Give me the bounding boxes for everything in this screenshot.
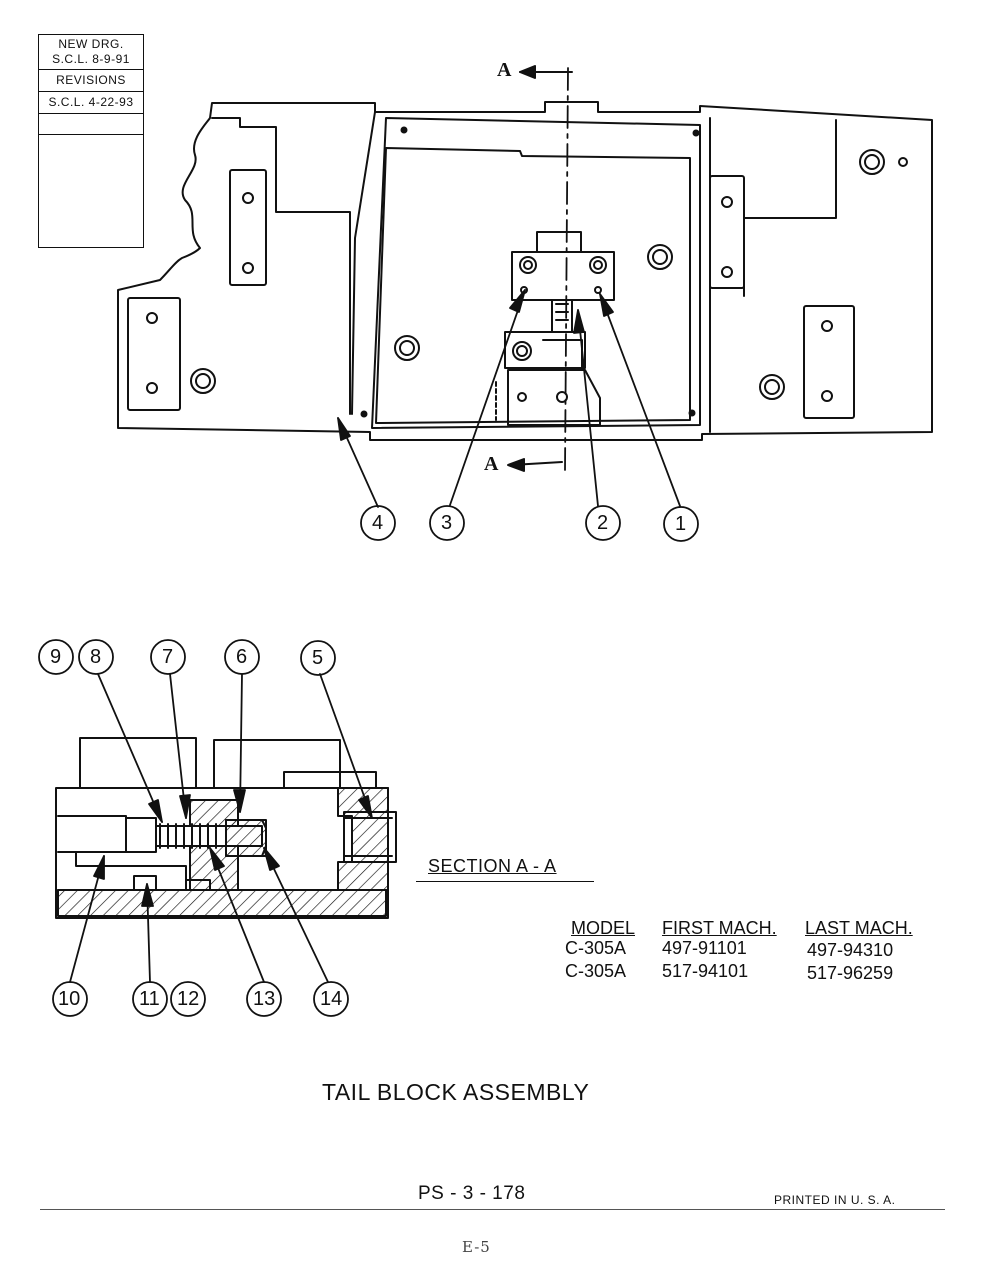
revision-block: NEW DRG. S.C.L. 8-9-91 REVISIONS S.C.L. … bbox=[38, 34, 144, 248]
screw bbox=[821, 390, 833, 402]
callout-1 bbox=[663, 506, 699, 542]
screw bbox=[146, 382, 158, 394]
slot-lower-left bbox=[127, 297, 181, 411]
leader-7 bbox=[169, 673, 187, 819]
callout-13-label: 13 bbox=[253, 988, 276, 1010]
revision-empty-row bbox=[39, 114, 143, 135]
callout-8-label: 8 bbox=[90, 646, 102, 668]
revision-entry: S.C.L. 4-22-93 bbox=[39, 92, 143, 114]
section-body bbox=[55, 787, 389, 919]
pin bbox=[759, 374, 785, 400]
section-label: SECTION A - A bbox=[428, 856, 557, 876]
row2-first: 517-94101 bbox=[662, 961, 749, 981]
section-underline bbox=[416, 881, 594, 882]
row1-first: 497-91101 bbox=[662, 938, 747, 958]
pin bbox=[190, 368, 216, 394]
callout-2 bbox=[585, 505, 621, 541]
callout-1-label: 1 bbox=[675, 513, 687, 535]
callout-7-label: 7 bbox=[162, 646, 174, 668]
tail-block bbox=[495, 231, 615, 426]
callout-5 bbox=[300, 640, 336, 676]
section-marker-top: A bbox=[497, 59, 512, 81]
callout-14 bbox=[313, 981, 349, 1017]
slot-upper-right bbox=[709, 175, 745, 289]
callout-13 bbox=[246, 981, 282, 1017]
callout-4 bbox=[360, 505, 396, 541]
callout-12 bbox=[170, 981, 206, 1017]
header-first-mach: FIRST MACH. bbox=[662, 918, 777, 938]
screw bbox=[821, 320, 833, 332]
callout-3 bbox=[429, 505, 465, 541]
leader-8 bbox=[97, 673, 163, 823]
plate-outline bbox=[117, 101, 933, 441]
section-marker-bottom: A bbox=[484, 453, 499, 475]
callout-12-label: 12 bbox=[177, 988, 200, 1010]
plate-bevel bbox=[351, 111, 376, 415]
pin bbox=[394, 335, 420, 361]
slot-lower-right bbox=[803, 305, 855, 419]
pin bbox=[647, 244, 673, 270]
callout-7 bbox=[150, 639, 186, 675]
section-leaders bbox=[69, 673, 373, 983]
printed-in: PRINTED IN U. S. A. bbox=[774, 1193, 896, 1207]
callout-14-label: 14 bbox=[320, 988, 343, 1010]
callout-8 bbox=[78, 639, 114, 675]
slot-upper-left bbox=[229, 169, 267, 286]
callout-10-label: 10 bbox=[58, 988, 81, 1010]
leader-14 bbox=[263, 847, 329, 983]
leader-1 bbox=[599, 293, 681, 507]
callout-11-label: 11 bbox=[139, 988, 160, 1010]
section-view bbox=[55, 737, 397, 919]
pin bbox=[859, 149, 885, 175]
plate-step-left bbox=[211, 117, 351, 415]
screw bbox=[146, 312, 158, 324]
callout-3-label: 3 bbox=[441, 512, 453, 534]
callout-9-label: 9 bbox=[50, 646, 62, 668]
row1-model: C-305A bbox=[565, 938, 627, 958]
leader-6 bbox=[239, 673, 243, 813]
screw bbox=[242, 192, 254, 204]
page-number: E-5 bbox=[462, 1238, 491, 1256]
screw bbox=[242, 262, 254, 274]
leader-5 bbox=[319, 673, 373, 819]
revisions-label: REVISIONS bbox=[39, 70, 143, 92]
part-number: PS - 3 - 178 bbox=[418, 1183, 526, 1204]
callout-6 bbox=[224, 639, 260, 675]
top-callouts bbox=[360, 505, 699, 542]
leader-2 bbox=[577, 309, 599, 507]
callout-9 bbox=[38, 639, 74, 675]
row1-last: 497-94310 bbox=[807, 940, 894, 960]
center-block-inner bbox=[375, 147, 691, 424]
row2-last: 517-96259 bbox=[807, 963, 894, 983]
row2-model: C-305A bbox=[565, 961, 627, 981]
center-block bbox=[371, 117, 701, 429]
callout-5-label: 5 bbox=[312, 647, 324, 669]
plate-step-right bbox=[743, 119, 837, 297]
section-line bbox=[507, 65, 573, 472]
screw bbox=[721, 196, 733, 208]
section-callouts bbox=[38, 639, 349, 1017]
screw bbox=[721, 266, 733, 278]
footer-rule bbox=[40, 1209, 945, 1210]
callout-4-label: 4 bbox=[372, 512, 384, 534]
leader-13 bbox=[209, 847, 265, 983]
callout-2-label: 2 bbox=[597, 512, 609, 534]
callout-10 bbox=[52, 981, 88, 1017]
leader-3 bbox=[449, 289, 526, 506]
header-model: MODEL bbox=[571, 918, 636, 938]
callout-6-label: 6 bbox=[236, 646, 248, 668]
plan-view bbox=[117, 65, 933, 472]
new-drg-date: S.C.L. 8-9-91 bbox=[39, 52, 143, 70]
top-leaders bbox=[337, 289, 681, 508]
callout-11 bbox=[132, 981, 168, 1017]
header-last-mach: LAST MACH. bbox=[805, 918, 913, 938]
drawing-title: TAIL BLOCK ASSEMBLY bbox=[322, 1079, 590, 1105]
new-drg-label: NEW DRG. bbox=[58, 37, 124, 51]
